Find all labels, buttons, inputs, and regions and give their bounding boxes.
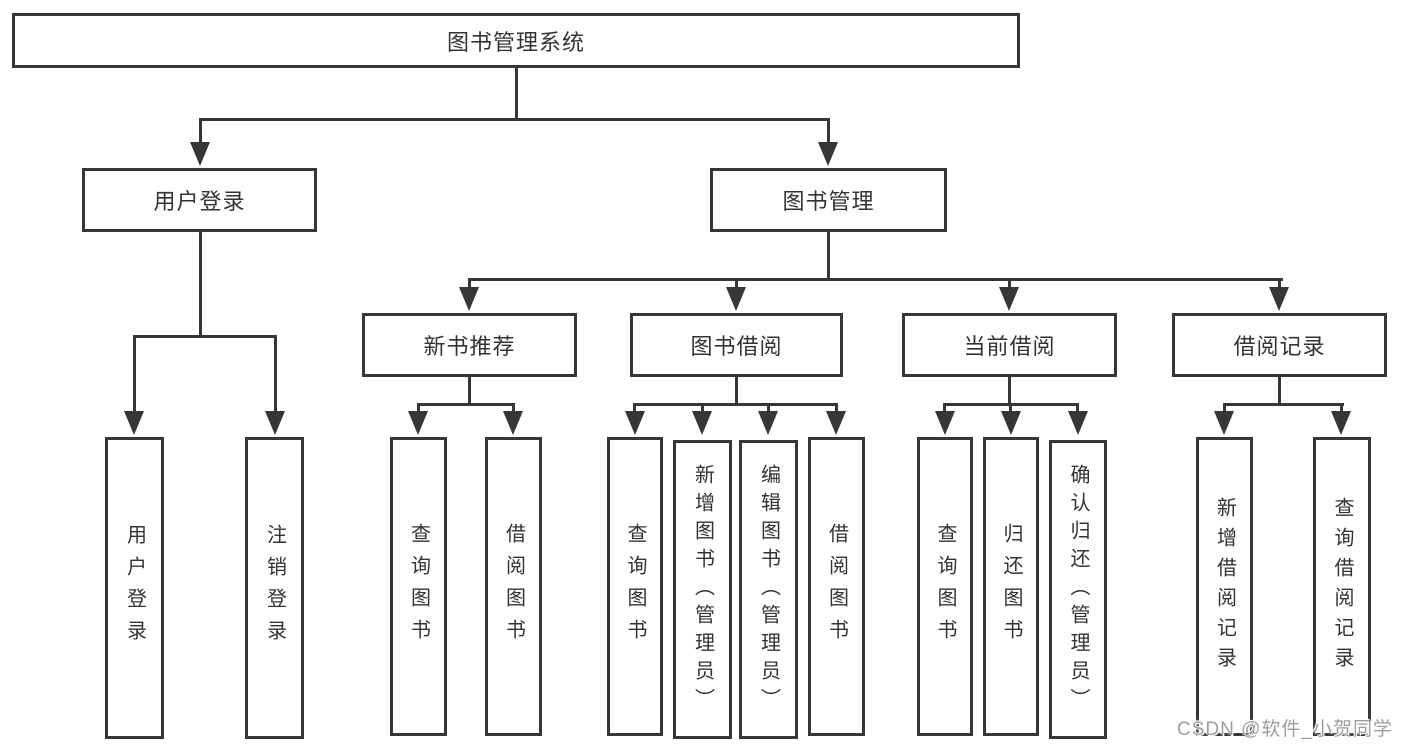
connector-mgmt-stub — [827, 232, 830, 280]
arrow-to-borrow-record — [1269, 287, 1289, 311]
connector-borrow-stub — [735, 377, 738, 405]
leaf-query-book-current: 查询图书 — [917, 437, 973, 736]
leaf-borrow-book-label: 借阅图书 — [825, 522, 848, 651]
arrow-newbook-c2 — [503, 411, 523, 435]
leaf-query-book-current-label: 查询图书 — [934, 522, 956, 651]
connector-current-c1 — [943, 403, 946, 413]
arrow-borrow-c4 — [826, 411, 846, 435]
leaf-query-borrow-record-label: 查询借阅记录 — [1331, 496, 1353, 677]
arrow-current-c3 — [1068, 411, 1088, 435]
node-root: 图书管理系统 — [12, 13, 1020, 68]
node-new-book-recommend: 新书推荐 — [362, 313, 577, 377]
connector-mgmt-rail — [469, 278, 1283, 281]
node-current-borrow: 当前借阅 — [902, 313, 1117, 377]
arrow-to-book-borrow — [726, 287, 746, 311]
connector-newbook-c2 — [512, 403, 515, 413]
connector-borrow-c4 — [835, 403, 838, 413]
connector-to-leaf-logout — [274, 335, 277, 413]
connector-root-stub — [515, 68, 518, 120]
node-book-borrow-label: 图书借阅 — [690, 334, 783, 359]
arrow-borrow-c2 — [692, 411, 712, 435]
leaf-query-book-borrow-label: 查询图书 — [624, 522, 646, 651]
arrow-to-leaf-logout — [265, 411, 285, 435]
leaf-logout: 注销登录 — [245, 437, 304, 739]
connector-to-user-login — [199, 118, 202, 146]
arrow-current-c1 — [935, 411, 955, 435]
arrow-borrow-c1 — [625, 411, 645, 435]
node-user-login-label: 用户登录 — [153, 189, 246, 214]
leaf-borrow-book: 借阅图书 — [808, 437, 865, 736]
leaf-add-book-admin: 新增图书（管理员） — [673, 440, 732, 739]
node-book-borrow: 图书借阅 — [630, 313, 843, 377]
connector-current-stub — [1008, 377, 1011, 405]
leaf-return-book-label: 归还图书 — [1000, 522, 1022, 651]
connector-borrow-c1 — [633, 403, 636, 413]
connector-borrow-c3 — [767, 403, 770, 413]
leaf-query-book-borrow: 查询图书 — [607, 437, 663, 736]
connector-to-book-management — [827, 118, 830, 146]
node-root-label: 图书管理系统 — [446, 29, 585, 55]
connector-record-c2 — [1340, 403, 1343, 413]
connector-login-rail — [133, 335, 277, 338]
leaf-add-book-admin-label: 新增图书（管理员） — [691, 463, 714, 716]
connector-record-c1 — [1223, 403, 1226, 413]
connector-borrow-rail — [634, 403, 838, 406]
arrow-to-book-management — [818, 142, 838, 166]
leaf-borrow-book-recommend: 借阅图书 — [485, 437, 542, 736]
leaf-query-borrow-record: 查询借阅记录 — [1313, 437, 1371, 736]
csdn-watermark: CSDN @软件_小贺同学 — [1177, 719, 1393, 740]
arrow-to-leaf-user-login — [124, 411, 144, 435]
node-book-management: 图书管理 — [710, 168, 947, 232]
arrow-borrow-c3 — [758, 411, 778, 435]
leaf-confirm-return-admin: 确认归还（管理员） — [1049, 440, 1107, 739]
connector-record-stub — [1278, 377, 1281, 405]
leaf-edit-book-admin: 编辑图书（管理员） — [739, 440, 798, 739]
connector-current-c2 — [1009, 403, 1012, 413]
arrow-current-c2 — [1001, 411, 1021, 435]
connector-current-c3 — [1076, 403, 1079, 413]
connector-to-current-borrow — [1008, 278, 1011, 291]
connector-to-new-book — [468, 278, 471, 291]
leaf-user-login: 用户登录 — [105, 437, 164, 739]
connector-to-leaf-user-login — [133, 335, 136, 413]
connector-newbook-c1 — [417, 403, 420, 413]
node-user-login: 用户登录 — [82, 168, 317, 232]
leaf-add-borrow-record: 新增借阅记录 — [1196, 437, 1253, 736]
arrow-newbook-c1 — [408, 411, 428, 435]
leaf-user-login-label: 用户登录 — [123, 524, 146, 652]
leaf-query-book-recommend-label: 查询图书 — [407, 522, 430, 651]
connector-root-rail — [199, 118, 830, 121]
connector-record-rail — [1223, 403, 1344, 406]
leaf-borrow-book-recommend-label: 借阅图书 — [502, 522, 525, 651]
arrow-record-c2 — [1331, 411, 1351, 435]
node-book-management-label: 图书管理 — [782, 189, 875, 214]
connector-borrow-c2 — [701, 403, 704, 413]
connector-newbook-rail — [417, 403, 514, 406]
node-borrow-record-label: 借阅记录 — [1233, 334, 1326, 359]
connector-login-stub — [199, 232, 202, 337]
node-new-book-recommend-label: 新书推荐 — [423, 334, 516, 359]
arrow-to-current-borrow — [999, 287, 1019, 311]
leaf-return-book: 归还图书 — [983, 437, 1039, 736]
node-current-borrow-label: 当前借阅 — [963, 334, 1056, 359]
connector-newbook-stub — [468, 377, 471, 405]
connector-to-book-borrow — [735, 278, 738, 291]
leaf-logout-label: 注销登录 — [263, 524, 286, 652]
leaf-query-book-recommend: 查询图书 — [390, 437, 447, 736]
arrow-to-new-book — [459, 287, 479, 311]
leaf-add-borrow-record-label: 新增借阅记录 — [1213, 496, 1236, 677]
leaf-confirm-return-admin-label: 确认归还（管理员） — [1067, 463, 1089, 716]
node-borrow-record: 借阅记录 — [1172, 313, 1387, 377]
connector-to-borrow-record — [1278, 278, 1281, 291]
leaf-edit-book-admin-label: 编辑图书（管理员） — [757, 463, 780, 716]
arrow-record-c1 — [1214, 411, 1234, 435]
arrow-to-user-login — [190, 142, 210, 166]
